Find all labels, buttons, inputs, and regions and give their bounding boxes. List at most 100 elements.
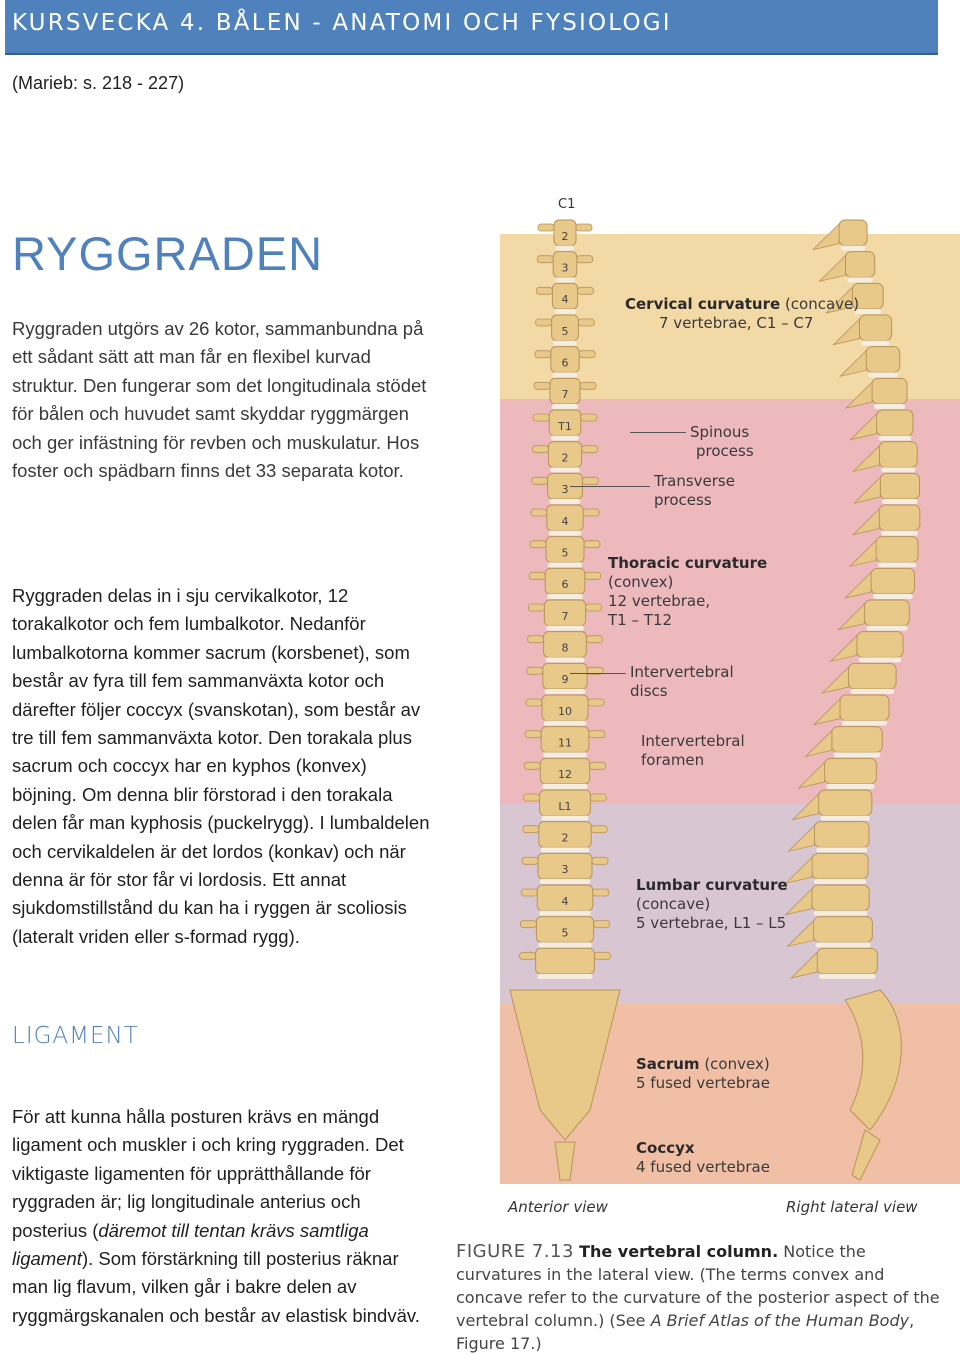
spinous-process <box>786 919 814 948</box>
label-spinous-process: Spinous process <box>690 423 754 461</box>
anterior-disc <box>549 499 581 504</box>
anterior-vertebra <box>548 409 582 437</box>
spinous-process <box>789 951 818 979</box>
anterior-vertebra <box>552 251 578 278</box>
vertebra-number-label: 4 <box>562 293 569 306</box>
lateral-vertebra <box>811 852 869 880</box>
lateral-disc <box>826 784 875 789</box>
transverse-process-right <box>593 920 611 929</box>
ligament-text-1: För att kunna hålla posturen krävs en mä… <box>12 1106 404 1241</box>
lateral-vertebra <box>839 694 890 722</box>
ivd-line2: discs <box>630 682 668 700</box>
lateral-vertebra <box>824 757 877 785</box>
transverse-process-left <box>525 698 543 707</box>
lumbar-detail: (concave) <box>636 895 711 913</box>
transverse-process-right <box>589 761 607 770</box>
vertebra-number-label: 4 <box>562 895 569 908</box>
transverse-process-left <box>520 888 538 897</box>
anterior-disc <box>553 340 577 346</box>
vertebra-number-label: 3 <box>562 483 569 496</box>
transverse-process-right <box>589 793 607 802</box>
vertebra-number-label: 5 <box>562 547 569 560</box>
spinous-process <box>818 254 846 283</box>
lateral-vertebra <box>813 916 873 943</box>
transverse-process-left <box>531 476 548 485</box>
label-intervertebral-discs: Intervertebral discs <box>630 663 734 701</box>
spinous-process <box>829 634 858 663</box>
lateral-disc <box>814 879 867 884</box>
page-title: RYGGRADEN <box>12 227 324 280</box>
lumbar-line2: 5 vertebrae, L1 – L5 <box>636 914 787 932</box>
transverse-process-right <box>588 730 606 739</box>
vertebra-number-label: T1 <box>557 420 572 433</box>
anterior-disc <box>538 942 592 948</box>
label-coccyx: Coccyx 4 fused vertebrae <box>636 1139 770 1177</box>
spinous-line2: process <box>696 442 754 460</box>
transverse-process-left <box>536 255 554 264</box>
lateral-vertebra <box>871 377 908 405</box>
vertebra-number-label: 7 <box>562 388 569 401</box>
spinous-process <box>848 539 877 568</box>
thoracic-line3: T1 – T12 <box>608 611 672 629</box>
lateral-spine <box>784 219 921 1181</box>
anterior-sacrum <box>509 989 621 1141</box>
lateral-disc <box>882 499 918 504</box>
transverse-process-left <box>534 350 552 359</box>
header-bar: KURSVECKA 4. BÅLEN - ANATOMI OCH FYSIOLO… <box>5 0 938 55</box>
vertebra-number-label: 2 <box>562 452 569 465</box>
transverse-process-right <box>593 951 611 960</box>
leader-discs <box>570 673 626 674</box>
anterior-disc <box>543 752 587 758</box>
caption-italic: A Brief Atlas of the Human Body <box>650 1311 910 1330</box>
transverse-process-left <box>528 603 545 612</box>
anterior-view-label: Anterior view <box>508 1198 608 1216</box>
label-transverse-process: Transverse process <box>654 472 735 510</box>
spinous-process <box>844 381 873 409</box>
lateral-vertebra <box>811 884 870 912</box>
vertebra-number-label: 2 <box>562 230 569 243</box>
anterior-disc <box>554 309 576 314</box>
spinous-process <box>784 888 813 916</box>
transverse-process-left <box>532 445 549 454</box>
transverse-process-left <box>519 951 536 960</box>
vertebra-number-label: 8 <box>562 642 569 655</box>
lateral-disc <box>866 625 908 631</box>
lateral-disc <box>815 942 871 948</box>
sacrum-detail: (convex) <box>704 1055 770 1073</box>
anterior-disc <box>556 245 574 251</box>
transverse-process-left <box>536 286 553 295</box>
spinous-process <box>838 349 867 378</box>
transverse-process-right <box>575 223 593 232</box>
lateral-vertebra <box>847 662 897 690</box>
vertebra-number-label: 2 <box>562 832 569 845</box>
transverse-line1: Transverse <box>654 472 735 490</box>
lateral-vertebra <box>865 346 901 373</box>
transverse-process-left <box>522 825 540 834</box>
transverse-process-left <box>527 635 544 644</box>
transverse-process-left <box>521 856 539 865</box>
anterior-disc <box>539 910 591 916</box>
transverse-process-left <box>524 730 542 739</box>
transverse-process-right <box>586 666 604 675</box>
lateral-vertebra <box>864 599 910 627</box>
ivd-line1: Intervertebral <box>630 663 734 681</box>
transverse-line2: process <box>654 491 712 509</box>
lateral-vertebra <box>831 726 883 753</box>
anterior-disc <box>547 594 583 599</box>
lateral-disc <box>850 689 895 694</box>
transverse-process-left <box>537 223 555 232</box>
lateral-disc <box>847 277 873 283</box>
transverse-process-right <box>587 698 605 707</box>
coccyx-name: Coccyx <box>636 1139 695 1157</box>
transverse-process-left <box>528 571 546 580</box>
lateral-disc <box>813 910 868 916</box>
lateral-vertebra <box>878 441 918 468</box>
spinous-process <box>825 286 853 314</box>
vertebra-number-label: 9 <box>562 673 569 686</box>
cervical-line2: 7 vertebrae, C1 – C7 <box>659 314 814 332</box>
transverse-process-right <box>579 381 597 390</box>
lateral-disc <box>881 467 916 473</box>
lateral-disc <box>841 720 887 726</box>
